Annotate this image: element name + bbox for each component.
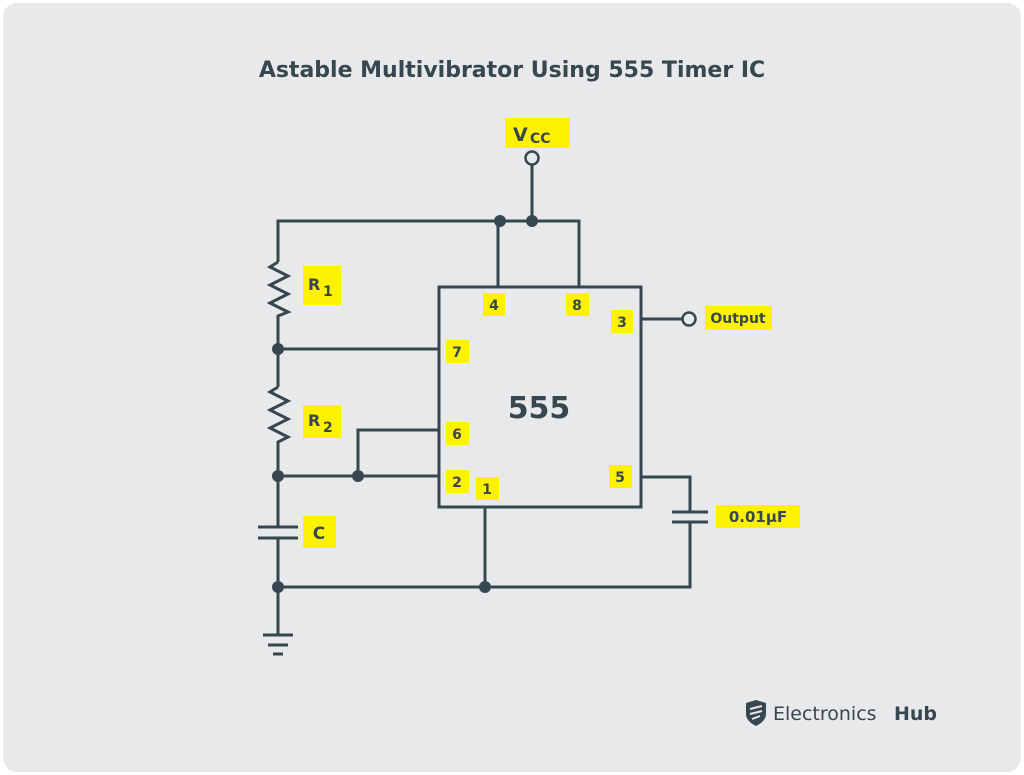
pin-8: 8 [572, 298, 582, 314]
cap-value-label: 0.01μF [716, 505, 800, 528]
wires [258, 164, 708, 656]
svg-text:1: 1 [323, 284, 333, 300]
r1-label: R 1 [303, 266, 341, 305]
pin-6: 6 [452, 427, 462, 443]
svg-text:Hub: Hub [894, 703, 937, 725]
resistor-r2 [266, 385, 292, 527]
svg-text:Output: Output [710, 311, 766, 327]
svg-text:0.01μF: 0.01μF [729, 508, 787, 526]
vcc-terminal [524, 150, 540, 166]
electronics-hub-logo: Electronics Hub [746, 700, 937, 726]
svg-text:V: V [513, 124, 528, 146]
diagram-title: Astable Multivibrator Using 555 Timer IC [259, 58, 765, 83]
pin-3: 3 [617, 315, 627, 331]
r2-label: R 2 [303, 405, 341, 438]
pin-4: 4 [489, 298, 499, 314]
pin-5: 5 [615, 470, 625, 486]
svg-text:CC: CC [530, 131, 551, 147]
c-label: C [303, 516, 336, 548]
output-label: Output [705, 306, 772, 330]
svg-text:R: R [308, 411, 320, 430]
svg-text:R: R [308, 275, 320, 294]
pin-7: 7 [452, 345, 462, 361]
background-card [3, 3, 1021, 772]
svg-text:2: 2 [323, 420, 333, 436]
vcc-label: V CC [505, 118, 570, 148]
junction-dots [272, 215, 538, 593]
svg-text:Electronics: Electronics [773, 703, 877, 725]
pin-1: 1 [482, 482, 492, 498]
ic-555 [437, 285, 643, 509]
ic-name: 555 [508, 391, 571, 426]
svg-text:C: C [313, 524, 325, 544]
pin-2: 2 [452, 475, 462, 491]
pin-labels: 4 8 3 7 6 2 1 5 [446, 293, 633, 500]
output-terminal [681, 311, 697, 327]
resistor-r1 [266, 260, 292, 387]
